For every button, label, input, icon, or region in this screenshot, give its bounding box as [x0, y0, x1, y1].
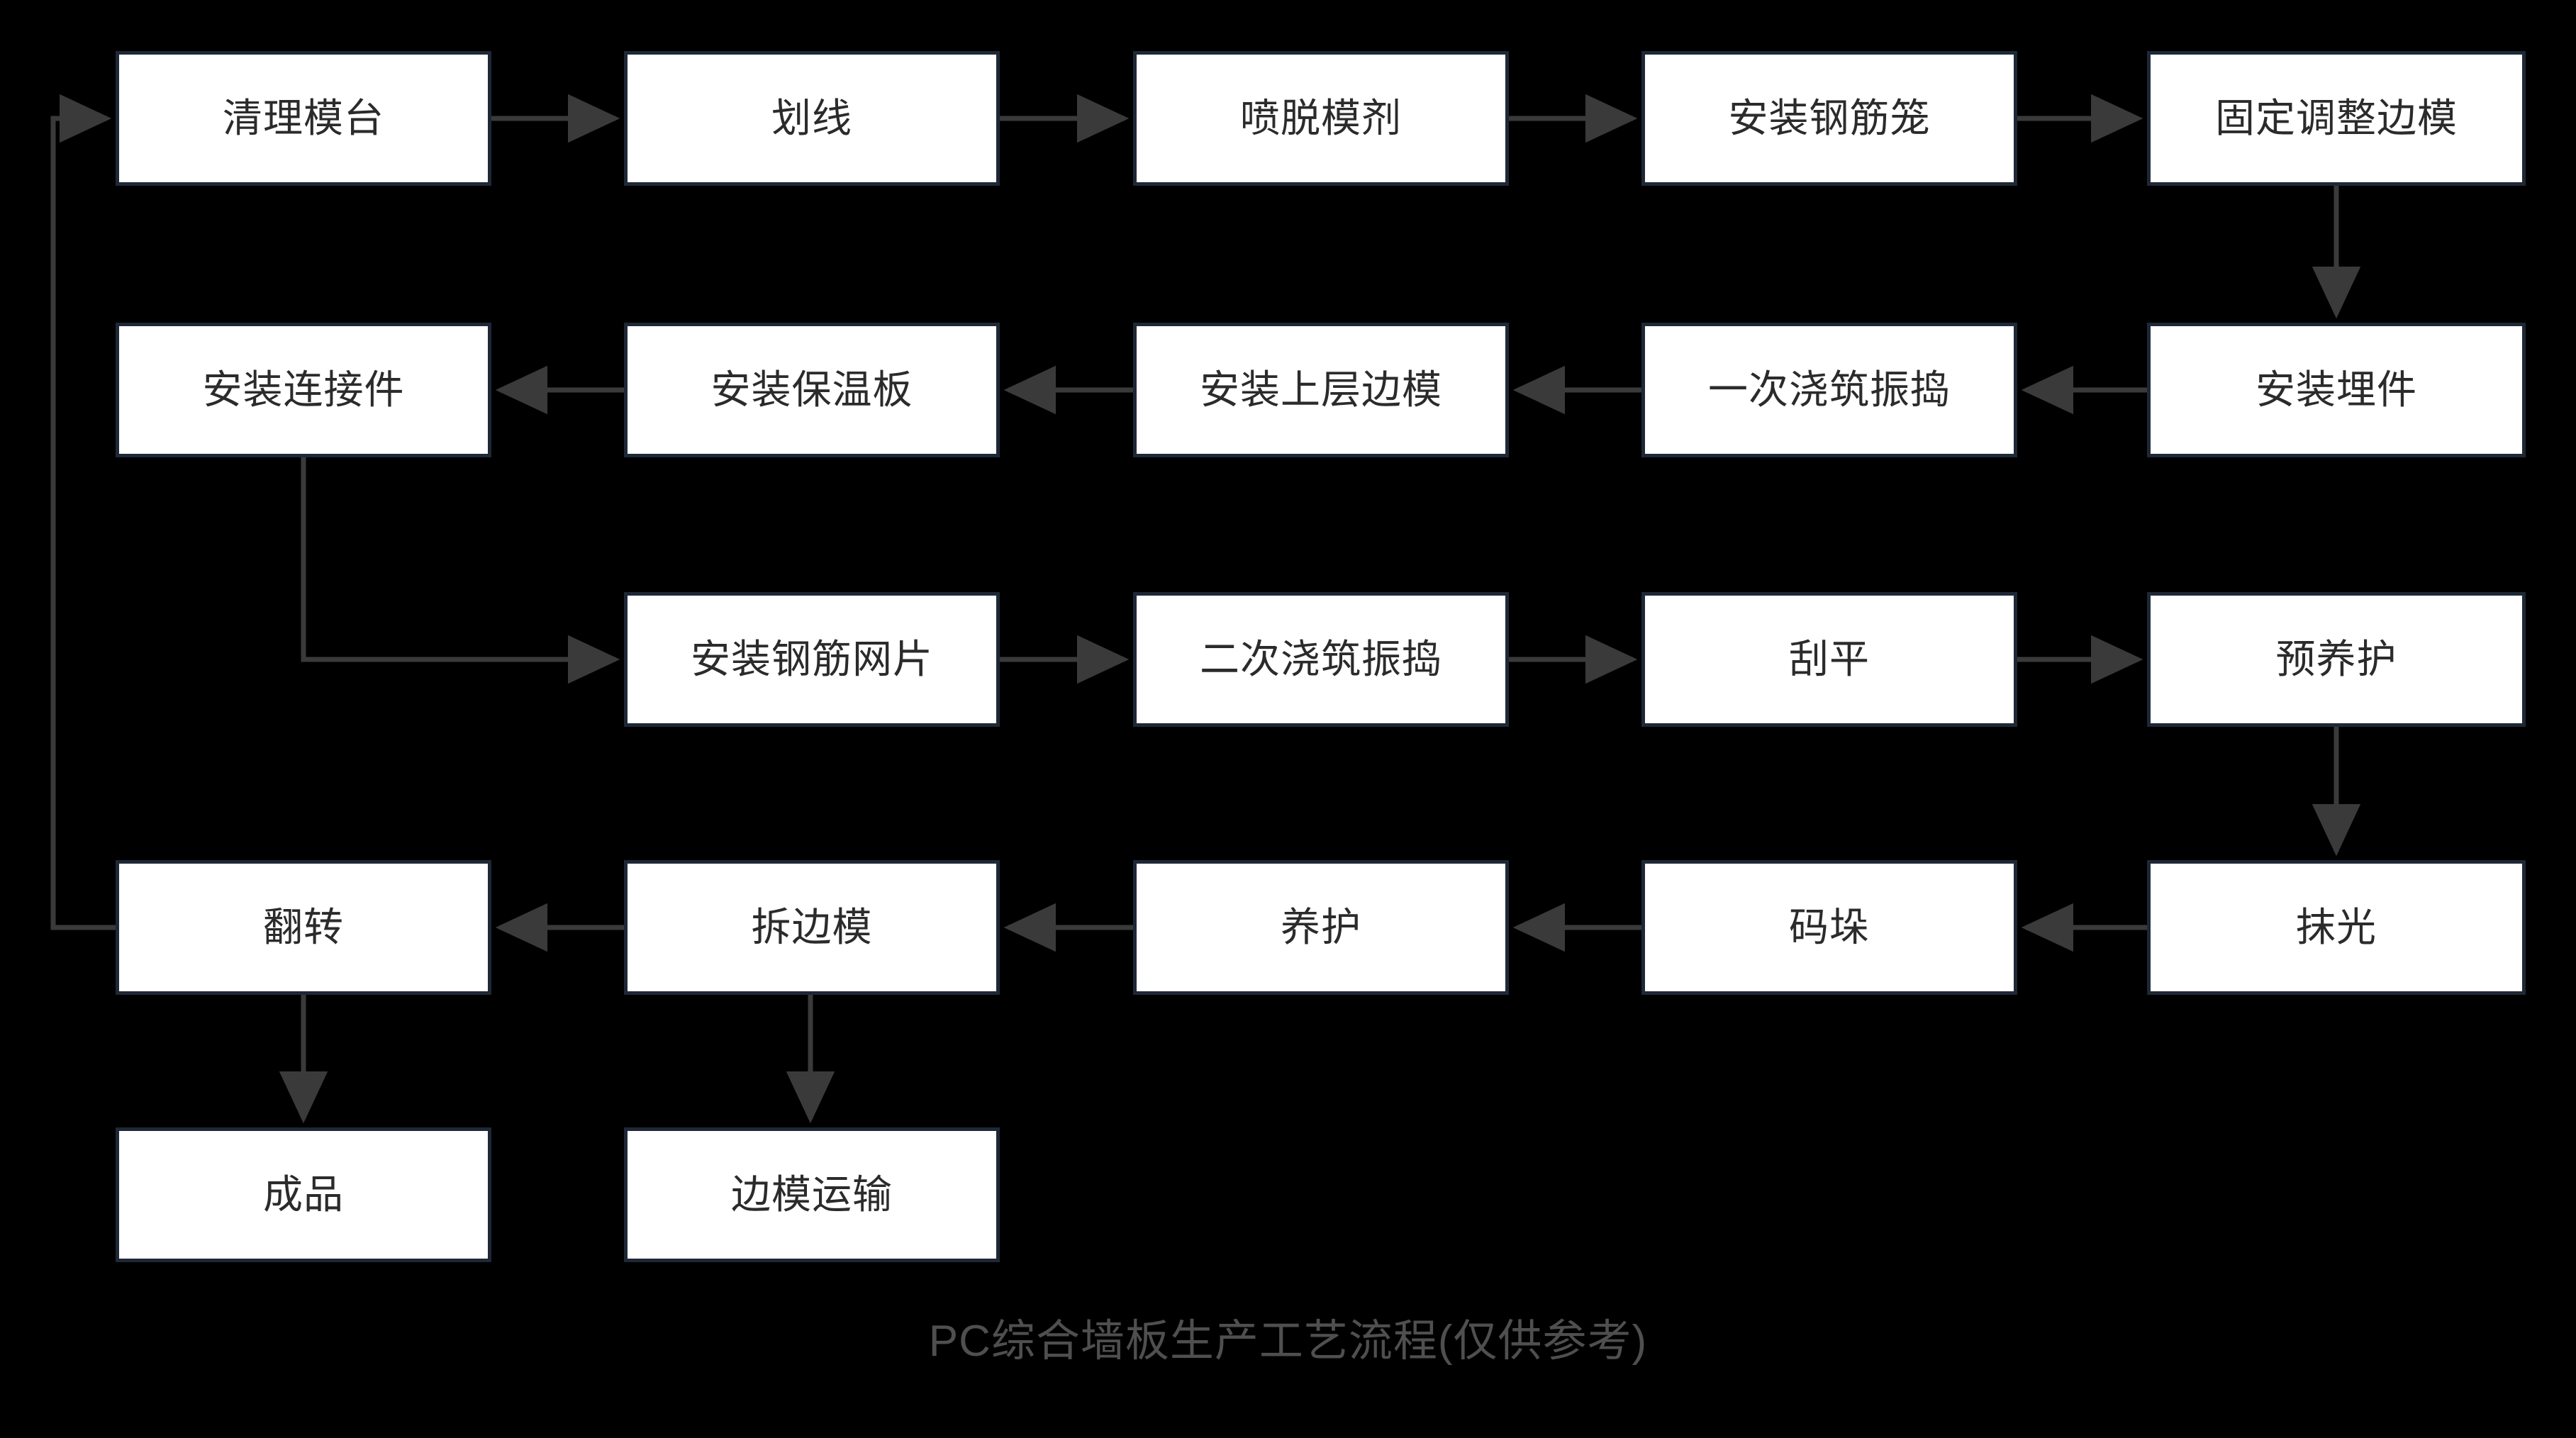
node-qingli-motai[interactable]: 清理模台: [116, 51, 491, 186]
node-anzhuang-gangjinlong[interactable]: 安装钢筋笼: [1641, 51, 2017, 186]
node-anzhuang-lianjiejian[interactable]: 安装连接件: [116, 323, 491, 457]
node-fanzhuan[interactable]: 翻转: [116, 860, 491, 995]
node-anzhuang-gangjin-wangpian[interactable]: 安装钢筋网片: [624, 592, 1000, 727]
node-chai-bianmo[interactable]: 拆边模: [624, 860, 1000, 995]
node-pen-tuomoji[interactable]: 喷脱模剂: [1133, 51, 1509, 186]
node-bianmo-yunshu[interactable]: 边模运输: [624, 1127, 1000, 1262]
node-yici-jiaozhu-zhendao[interactable]: 一次浇筑振捣: [1641, 323, 2017, 457]
node-yu-yanghu[interactable]: 预养护: [2147, 592, 2526, 727]
node-anzhuang-maijian[interactable]: 安装埋件: [2147, 323, 2526, 457]
node-maduo[interactable]: 码垛: [1641, 860, 2017, 995]
node-yanghu[interactable]: 养护: [1133, 860, 1509, 995]
diagram-caption: PC综合墙板生产工艺流程(仅供参考): [928, 1317, 1648, 1366]
node-moguang[interactable]: 抹光: [2147, 860, 2526, 995]
node-guaping[interactable]: 刮平: [1641, 592, 2017, 727]
node-guding-tiaozheng-bianmo[interactable]: 固定调整边模: [2147, 51, 2526, 186]
edge-n15-n1-feedback: [50, 94, 116, 930]
node-chengpin[interactable]: 成品: [116, 1127, 491, 1262]
node-anzhuang-baowenban[interactable]: 安装保温板: [624, 323, 1000, 457]
edge-n6-n11: [301, 457, 620, 684]
node-erci-jiaozhu-zhendao[interactable]: 二次浇筑振捣: [1133, 592, 1509, 727]
node-anzhuang-shangceng-bianmo[interactable]: 安装上层边模: [1133, 323, 1509, 457]
node-huaxian[interactable]: 划线: [624, 51, 1000, 186]
